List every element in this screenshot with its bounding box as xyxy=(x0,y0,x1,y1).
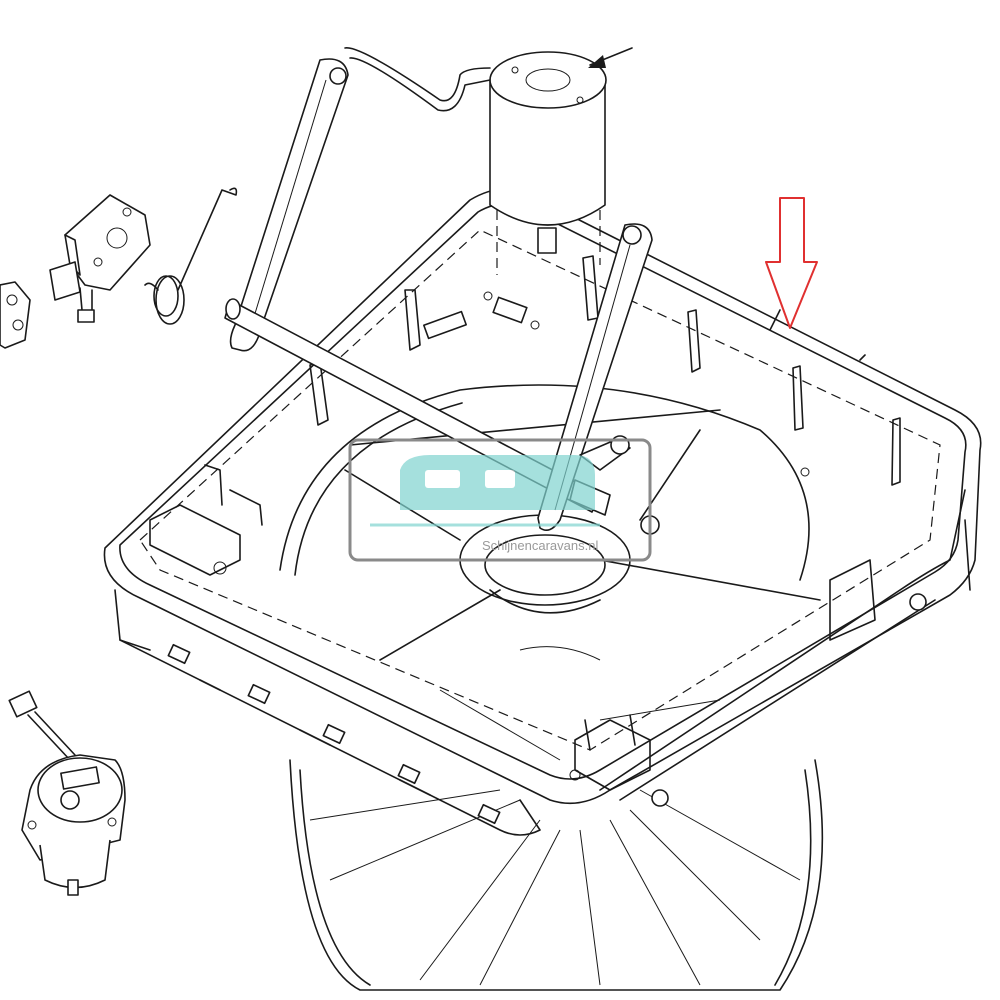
left-latch xyxy=(149,464,263,576)
lift-arm xyxy=(229,47,491,352)
edge-part xyxy=(0,281,31,349)
fan-motor xyxy=(489,47,633,275)
right-latch xyxy=(569,714,651,791)
watermark-frame xyxy=(348,438,652,562)
front-clips xyxy=(167,643,501,825)
actuator-motor xyxy=(8,690,126,896)
torsion-spring xyxy=(144,187,238,325)
fan-blade xyxy=(289,646,824,991)
watermark-text: Schijnencaravans.nl xyxy=(482,538,598,553)
vent-housing xyxy=(103,187,982,836)
watermark: Schijnencaravans.nl xyxy=(348,438,652,562)
hinge-plate xyxy=(49,194,151,323)
caravan-logo-icon xyxy=(370,455,600,527)
down-arrow-icon xyxy=(765,197,818,329)
